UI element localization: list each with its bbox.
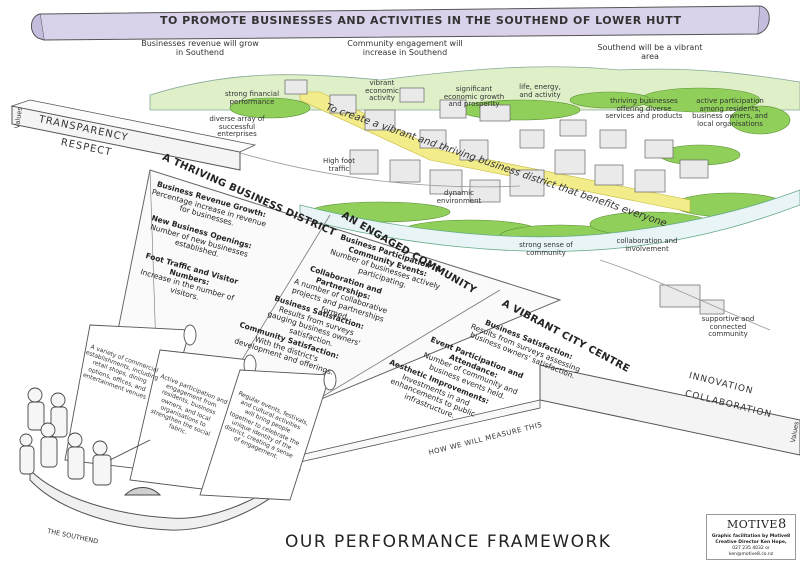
label-significant-growth: significant economic growth and prosperi…	[443, 85, 505, 109]
label-thriving-businesses: thriving businesses offering diverse ser…	[605, 97, 683, 121]
label-high-foot: High foot traffic	[322, 157, 356, 173]
logo-number: 8	[777, 517, 787, 532]
banner-title: TO PROMOTE BUSINESSES AND ACTIVITIES IN …	[160, 14, 682, 27]
river	[299, 189, 800, 252]
right-values-wall	[539, 364, 800, 456]
motive8-logo: MOTIVE8	[727, 517, 787, 532]
label-collaboration-involvement: collaboration and involvement	[616, 237, 678, 253]
credit-line3: 027 235 4032 or ken@motive8.co.nz	[728, 545, 774, 557]
label-active-participation: active participation among residents, bu…	[692, 97, 768, 129]
label-life-energy: life, energy, and activity	[519, 83, 561, 99]
credit-block: Graphic facilitation by Motive8 Creative…	[711, 534, 791, 557]
goal-revenue: Businesses revenue will grow in Southend	[141, 39, 259, 57]
goal-vibrant: Southend will be a vibrant area	[597, 43, 703, 61]
footer-title: OUR PERFORMANCE FRAMEWORK	[285, 532, 612, 552]
scrolls	[64, 324, 337, 501]
people-group	[19, 387, 162, 496]
credit-line2: Creative Director Ken Hope,	[715, 539, 787, 545]
label-diverse-array: diverse array of successful enterprises	[209, 115, 265, 139]
goal-engagement: Community engagement will increase in So…	[347, 39, 463, 57]
motive8-logo-box: MOTIVE8 Graphic facilitation by Motive8 …	[706, 514, 796, 560]
label-supportive-community: supportive and connected community	[701, 315, 755, 339]
label-vibrant-economic: vibrant economic activity	[365, 79, 399, 103]
label-dynamic-environment: dynamic environment	[436, 189, 482, 205]
label-strong-sense: strong sense of community	[519, 241, 573, 257]
label-strong-financial: strong financial performance	[224, 90, 280, 106]
credit-line1: Graphic facilitation by Motive8	[711, 534, 791, 539]
buildings	[284, 79, 725, 315]
top-banner-ribbon	[31, 5, 770, 41]
logo-word: MOTIVE	[727, 518, 778, 531]
